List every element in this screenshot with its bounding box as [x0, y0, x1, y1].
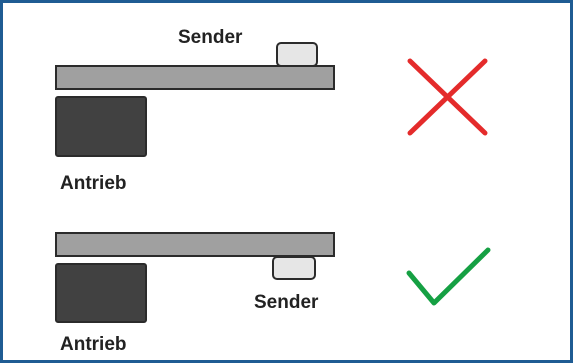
drive-box: [55, 96, 147, 157]
drive-box: [55, 263, 147, 323]
drive-label: Antrieb: [60, 334, 127, 355]
drive-label: Antrieb: [60, 173, 127, 194]
sender-label: Sender: [178, 27, 243, 48]
mounting-diagram: Sender Antrieb Sender Antrieb: [55, 27, 491, 355]
sender-box: [272, 256, 316, 280]
sender-box: [276, 42, 318, 67]
slide-bar: [55, 65, 335, 90]
slide-bar: [55, 232, 335, 257]
check-icon: [406, 247, 491, 306]
bottom-panel: Sender Antrieb: [55, 232, 491, 355]
top-panel: Sender Antrieb: [55, 27, 488, 194]
cross-icon: [407, 58, 488, 136]
sender-label: Sender: [254, 292, 319, 313]
